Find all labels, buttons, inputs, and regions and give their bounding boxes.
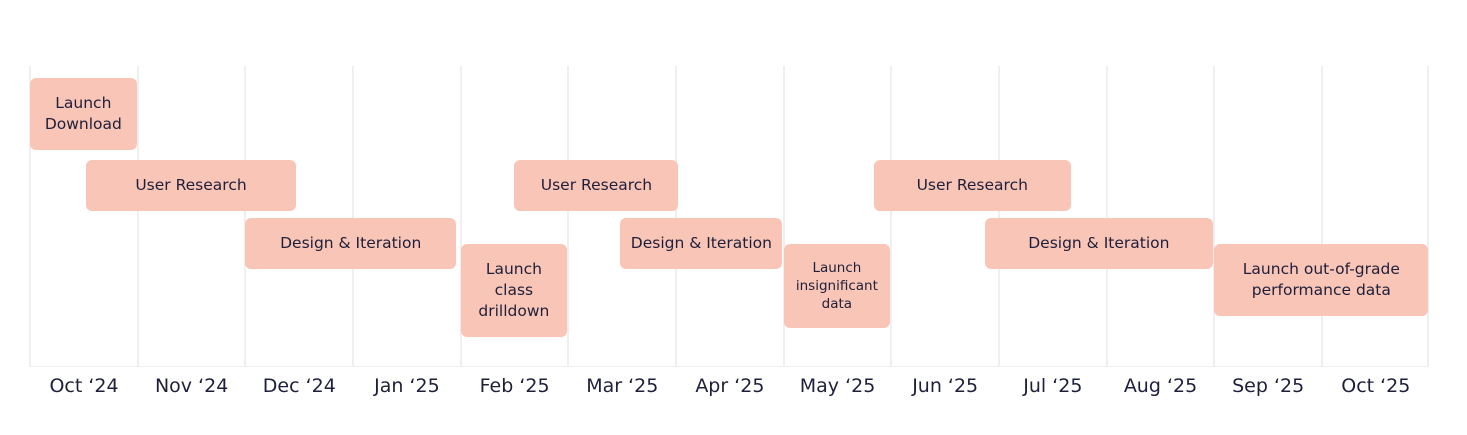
roadmap-task-bar: User Research: [873, 160, 1071, 211]
month-label: Apr ‘25: [695, 375, 765, 397]
timeline-axis: [30, 366, 1429, 367]
task-label: User Research: [135, 176, 247, 194]
month-gridline: [459, 66, 462, 367]
month-label: Mar ‘25: [586, 375, 659, 397]
month-label: Jul ‘25: [1023, 375, 1083, 397]
task-label: Launch insignificant data: [795, 260, 878, 312]
month-label: Feb ‘25: [479, 375, 550, 397]
month-label: Jan ‘25: [374, 375, 440, 397]
month-gridline: [674, 66, 677, 367]
month-label: May ‘25: [799, 375, 876, 397]
month-label: Jun ‘25: [912, 375, 979, 397]
month-gridline: [997, 66, 1000, 367]
roadmap-task-bar: Design & Iteration: [984, 218, 1214, 269]
roadmap-task-bar: User Research: [514, 160, 679, 211]
roadmap-task-bar: Launch insignificant data: [783, 244, 891, 328]
task-label: Design & Iteration: [1028, 234, 1170, 252]
month-gridline: [244, 66, 247, 367]
roadmap-task-bar: Launch out-of-grade performance data: [1214, 244, 1429, 316]
task-label: Launch Download: [44, 94, 122, 133]
month-label: Aug ‘25: [1123, 375, 1198, 397]
roadmap-task-bar: Launch class drilldown: [460, 244, 568, 337]
month-gridline: [1320, 66, 1323, 367]
month-label: Oct ‘25: [1341, 375, 1411, 397]
month-label: Dec ‘24: [262, 375, 336, 397]
task-label: User Research: [916, 176, 1028, 194]
month-gridline: [29, 66, 31, 367]
roadmap-task-bar: Design & Iteration: [245, 218, 457, 269]
month-gridline: [351, 66, 354, 367]
month-gridline: [567, 66, 570, 367]
roadmap-task-bar: Design & Iteration: [620, 218, 783, 269]
month-gridline: [782, 66, 785, 367]
month-gridline: [136, 66, 139, 367]
month-gridline: [1213, 66, 1216, 367]
task-label: Launch class drilldown: [478, 260, 550, 320]
roadmap-task-bar: User Research: [85, 160, 297, 211]
task-label: User Research: [540, 176, 653, 194]
month-gridline: [1105, 66, 1108, 367]
month-gridline: [1427, 66, 1430, 367]
month-label: Nov ‘24: [154, 375, 229, 397]
month-gridline: [890, 66, 893, 367]
task-label: Design & Iteration: [280, 234, 422, 252]
month-label: Oct ‘24: [49, 375, 119, 397]
roadmap-task-bar: Launch Download: [30, 78, 137, 150]
month-label: Sep ‘25: [1232, 375, 1305, 397]
task-label: Launch out-of-grade performance data: [1242, 260, 1400, 299]
task-label: Design & Iteration: [630, 234, 772, 252]
